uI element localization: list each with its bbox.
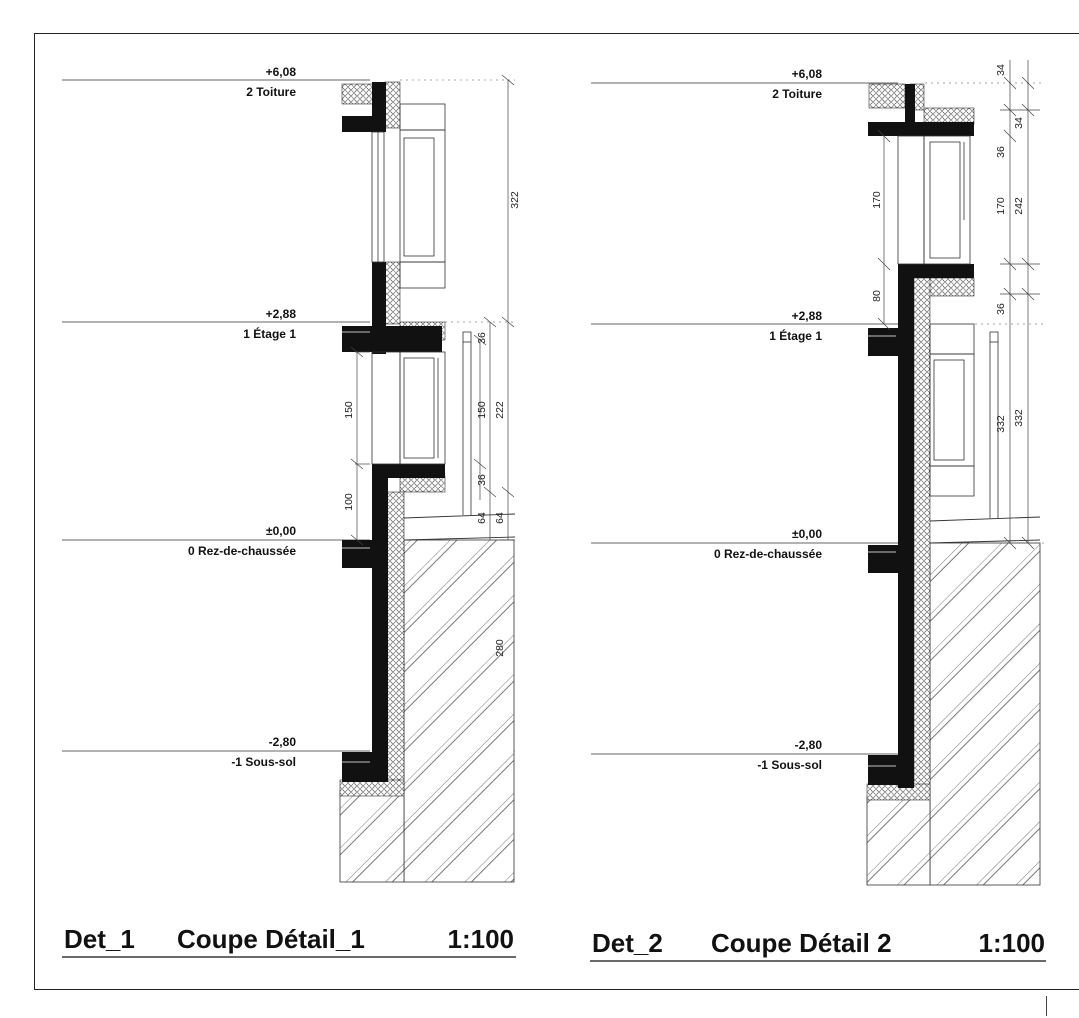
level-first-floor-name: 1 Étage 1 [243,326,296,341]
dim-332-right: 332 [1013,409,1025,427]
dim-34-a: 34 [995,64,1007,76]
earth-hatch-2 [929,542,1041,886]
level-basement-value-2: -2,80 [795,738,823,752]
detail-1-name: Coupe Détail_1 [177,924,365,954]
window-upper [371,103,446,289]
level-ground-value-2: ±0,00 [792,527,822,541]
foundation-earth-hatch [339,789,405,883]
level-ground-name-2: 0 Rez-de-chaussée [714,547,822,561]
dim-80: 80 [871,290,883,302]
level-ground-value: ±0,00 [266,524,296,538]
level-first-floor-value: +2,88 [266,307,297,321]
level-roof-value: +6,08 [266,65,297,79]
detail-2-title: Det_2 Coupe Détail 2 1:100 [590,928,1046,962]
level-roof-value-2: +6,08 [792,67,823,81]
level-basement-name-2: -1 Sous-sol [757,758,822,772]
level-ground-name: 0 Rez-de-chaussée [188,544,296,558]
dim-100: 100 [343,493,355,511]
dim-64-left: 64 [476,512,488,524]
dim-242: 242 [1013,197,1025,215]
dim-64-right: 64 [494,512,506,524]
dim-322: 322 [509,191,521,209]
dim-150-right: 150 [476,401,488,419]
dim-36-upper: 36 [995,146,1007,158]
dim-222: 222 [494,401,506,419]
window-lower [371,331,472,515]
window-lower-2 [929,323,999,518]
detail-2-scale: 1:100 [979,928,1046,958]
wall-insulation [386,491,405,791]
dim-170-right: 170 [995,197,1007,215]
dim-150-left: 150 [343,401,355,419]
detail-1-id: Det_1 [64,924,135,954]
detail-1-scale: 1:100 [448,924,515,954]
dim-36-bottom: 36 [476,474,488,486]
dim-34-b: 34 [1013,117,1025,129]
detail-2-id: Det_2 [592,928,663,958]
detail-1: +6,08 2 Toiture +2,88 1 Étage 1 ±0,00 0 … [62,65,521,958]
earth-hatch [403,539,515,883]
wall-insulation-2 [913,277,931,797]
sheet-corner-tick [1046,996,1047,1016]
roof-insulation [384,81,401,129]
dim-36-top: 36 [476,332,488,344]
level-first-floor-value-2: +2,88 [792,309,823,323]
concrete-structure [342,82,445,782]
level-basement-name: -1 Sous-sol [231,755,296,769]
dim-280: 280 [494,639,506,657]
window-upper-2 [897,135,971,265]
dim-36-lower: 36 [995,303,1007,315]
level-roof-name-2: 2 Toiture [772,87,822,101]
drawing-sheet-frame [34,33,1079,990]
concrete-structure-2 [868,84,974,788]
detail-2: +6,08 2 Toiture +2,88 1 Étage 1 ±0,00 0 … [590,60,1046,962]
level-basement-value: -2,80 [269,735,297,749]
level-roof-name: 2 Toiture [246,85,296,99]
dim-170-left: 170 [871,191,883,209]
level-first-floor-name-2: 1 Étage 1 [769,328,822,343]
dim-332-left: 332 [995,415,1007,433]
detail-2-name: Coupe Détail 2 [711,928,892,958]
detail-1-title: Det_1 Coupe Détail_1 1:100 [62,924,516,958]
